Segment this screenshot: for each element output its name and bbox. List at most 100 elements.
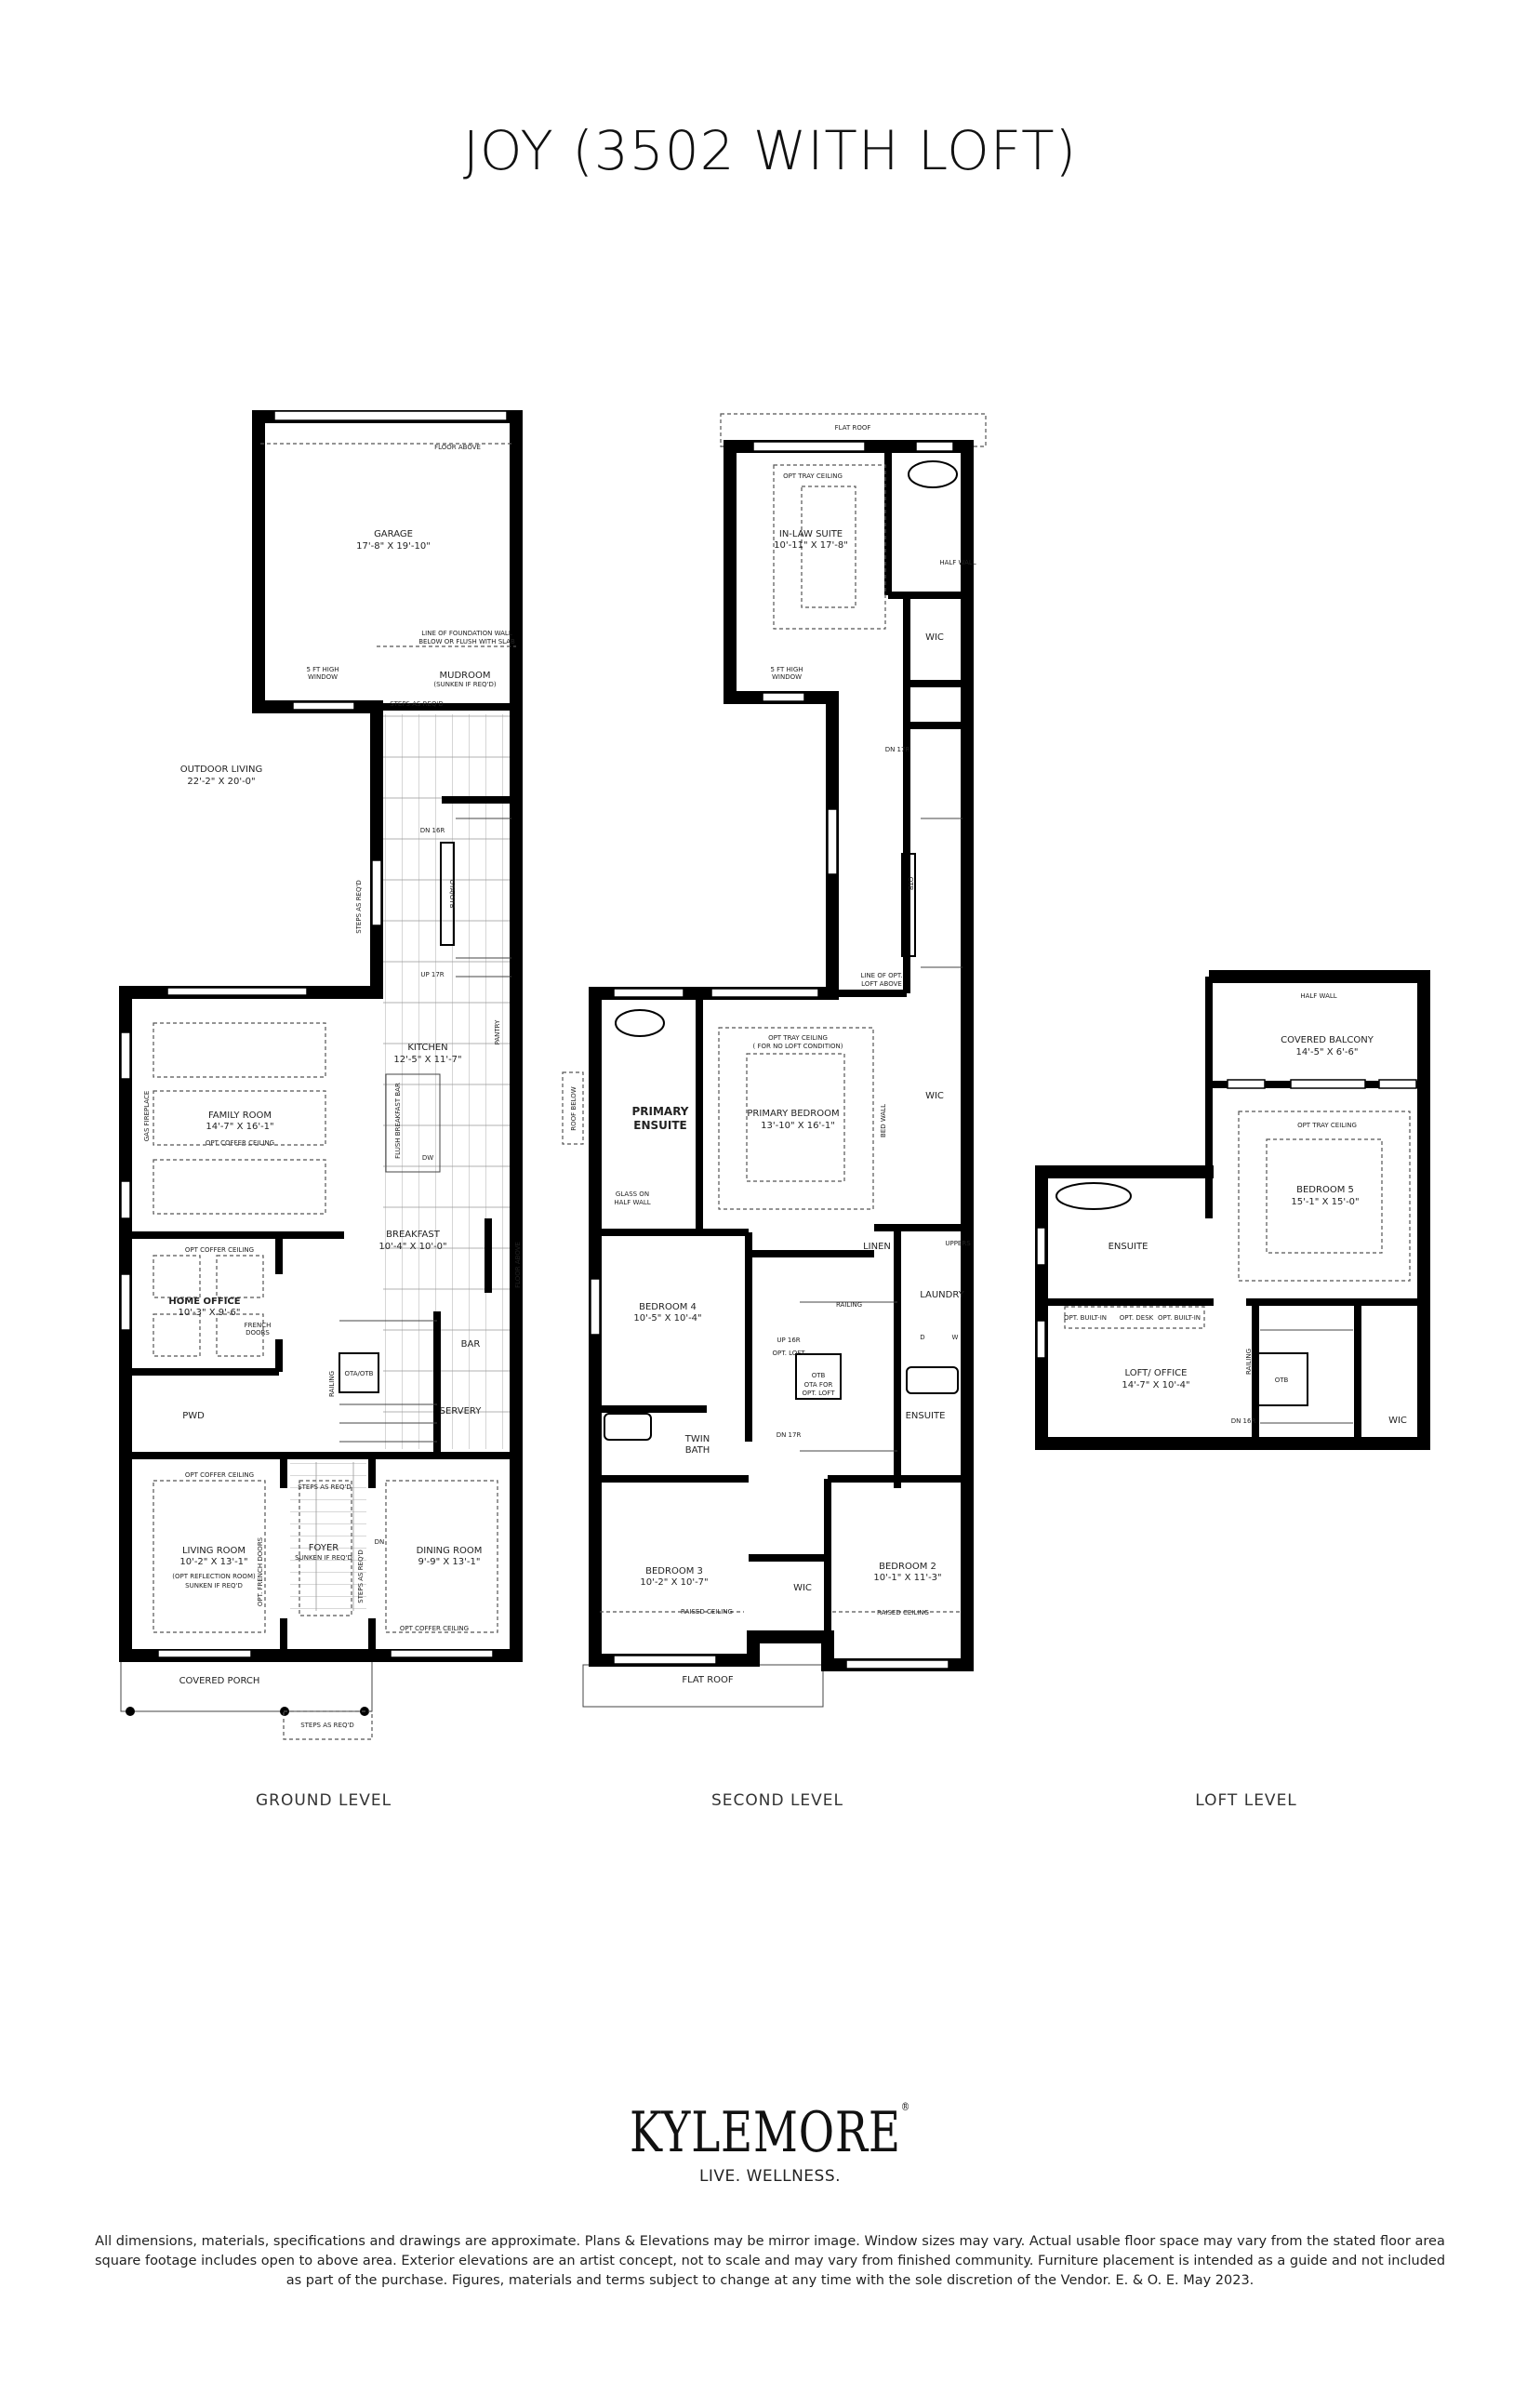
wic-label: WIC xyxy=(1388,1416,1407,1426)
ota-otb-label: OTA/OTB xyxy=(345,1370,374,1377)
brand-tagline: LIVE. WELLNESS. xyxy=(698,2167,842,2186)
flat-roof-label: FLAT ROOF xyxy=(682,1675,734,1685)
living-note: (OPT REFLECTION ROOM) xyxy=(172,1573,256,1580)
living-ceiling-note: OPT COFFER CEILING xyxy=(185,1471,254,1479)
steps-note: STEPS AS REQ'D xyxy=(390,700,444,708)
powder-room-label: PWD xyxy=(182,1411,205,1421)
breakfast-size: 10'-4" X 10'-0" xyxy=(378,1242,446,1252)
inlaw-suite-size: 10'-11" X 17'-8" xyxy=(774,540,848,551)
tray-ceiling-note: OPT TRAY CEILING xyxy=(1297,1122,1357,1129)
loft-level-plan: HALF WALL COVERED BALCONY 14'-5" X 6'-6"… xyxy=(1035,970,1430,1450)
living-room-label: LIVING ROOM xyxy=(182,1546,246,1556)
ground-level-plan: FLOOR ABOVE GARAGE 17'-8" X 19'-10" LINE… xyxy=(119,410,523,1740)
roof-below xyxy=(562,1071,584,1145)
outdoor-living-size: 22'-2" X 20'-0" xyxy=(187,777,255,787)
mudroom-label: MUDROOM xyxy=(440,671,491,681)
ota-otb-label: OTA/OTB xyxy=(448,880,456,909)
otb-label: OTB xyxy=(1275,1377,1289,1384)
steps-note: STEPS AS REQ'D xyxy=(298,1483,352,1491)
kitchen-label: KITCHEN xyxy=(407,1043,447,1053)
home-office-size: 10'-3" X 9'-6" xyxy=(179,1308,241,1318)
outdoor-living-label: OUTDOOR LIVING xyxy=(180,765,262,775)
railing-label: RAILING xyxy=(328,1371,336,1397)
ota-loft-note-2: OPT. LOFT xyxy=(803,1390,836,1397)
dining-ceiling-note: OPT COFFER CEILING xyxy=(400,1625,469,1632)
french-doors-note: FRENCH xyxy=(245,1322,272,1329)
loft-office-label: LOFT/ OFFICE xyxy=(1125,1368,1188,1378)
stair-up-label: UP 17R xyxy=(420,971,444,978)
second-level-label: SECOND LEVEL xyxy=(710,1791,844,1810)
garage-door xyxy=(273,410,508,421)
loft-level-label: LOFT LEVEL xyxy=(1195,1791,1297,1810)
window-note: 5 FT HIGH xyxy=(770,666,803,673)
window-note-2: WINDOW xyxy=(772,673,802,681)
covered-balcony-label: COVERED BALCONY xyxy=(1281,1035,1374,1045)
ground-level-label: GROUND LEVEL xyxy=(255,1791,392,1810)
tile-floor xyxy=(290,714,510,1611)
bedroom-5-label: BEDROOM 5 xyxy=(1296,1185,1354,1195)
kitchen-island xyxy=(385,1073,441,1173)
loft-office-size: 14'-7" X 10'-4" xyxy=(1122,1380,1189,1390)
washer-label: W xyxy=(952,1334,959,1341)
covered-balcony-size: 14'-5" X 6'-6" xyxy=(1296,1047,1359,1057)
mudroom-note: (SUNKEN IF REQ'D) xyxy=(433,681,496,688)
roof-below-label: ROOF BELOW xyxy=(570,1086,578,1131)
bedroom-4-size: 10'-5" X 10'-4" xyxy=(633,1313,701,1324)
family-ceiling-note: OPT COFFER CEILING xyxy=(206,1139,274,1147)
stair-dn-label: DN 17R xyxy=(777,1431,802,1439)
primary-ensuite-label-2: ENSUITE xyxy=(633,1119,686,1132)
railing-label: RAILING xyxy=(1245,1349,1253,1375)
servery-label: SERVERY xyxy=(440,1406,483,1417)
opt-french-doors-note: OPT. FRENCH DOORS xyxy=(257,1536,264,1606)
floor-above-note: FLOOR ABOVE xyxy=(434,444,481,451)
dining-room-label: DINING ROOM xyxy=(417,1546,483,1556)
bedroom-3-label: BEDROOM 3 xyxy=(645,1566,703,1576)
ensuite-label: ENSUITE xyxy=(906,1411,946,1421)
flat-roof-label: FLAT ROOF xyxy=(835,424,871,432)
logo-text: KYLEMORE xyxy=(630,2100,901,2165)
bedroom-4-label: BEDROOM 4 xyxy=(639,1302,697,1312)
inlaw-ceiling-note: OPT TRAY CEILING xyxy=(783,472,843,480)
living-note-2: SUNKEN IF REQ'D xyxy=(185,1582,243,1590)
opt-built-in-note: OPT. BUILT-IN xyxy=(1064,1314,1107,1322)
wic-label: WIC xyxy=(925,632,944,643)
stair-dn-label: DN 16R xyxy=(420,827,445,834)
bed-wall-note: BED WALL xyxy=(880,1104,887,1137)
linen-label: LINEN xyxy=(863,1242,891,1252)
porch-steps xyxy=(283,1710,373,1740)
ensuite-label: ENSUITE xyxy=(1109,1242,1148,1252)
stair-dn-label: DN 16R xyxy=(1231,1417,1256,1425)
otb-label: OTB xyxy=(812,1372,826,1379)
second-exterior-walls xyxy=(589,440,974,1671)
ota-loft-note: OTA FOR xyxy=(804,1381,833,1389)
window-note-2: WINDOW xyxy=(308,673,338,681)
family-room-size: 14'-7" X 16'-1" xyxy=(206,1122,273,1132)
office-ceiling-note: OPT COFFER CEILING xyxy=(185,1246,254,1254)
bedroom-3-size: 10'-2" X 10'-7" xyxy=(640,1577,708,1588)
flat-roof-bottom xyxy=(582,1664,824,1708)
kitchen-size: 12'-5" X 11'-7" xyxy=(393,1055,461,1065)
opt-built-in-note: OPT. BUILT-IN xyxy=(1158,1314,1201,1322)
laundry-label: LAUNDRY xyxy=(920,1290,964,1300)
primary-bedroom-size: 13'-10" X 16'-1" xyxy=(761,1121,835,1131)
covered-porch-label: COVERED PORCH xyxy=(179,1676,260,1686)
half-wall-note: HALF WALL xyxy=(1300,992,1336,1000)
uppers-note: UPPERS xyxy=(945,1240,971,1247)
bedroom-2-label: BEDROOM 2 xyxy=(879,1562,936,1572)
raised-ceiling-note: RAISED CEILING xyxy=(681,1608,733,1616)
foundation-note: LINE OF FOUNDATION WALL xyxy=(421,630,512,637)
wic-label: WIC xyxy=(925,1091,944,1101)
railing-label: RAILING xyxy=(836,1301,862,1309)
bedroom-5-size: 15'-1" X 15'-0" xyxy=(1291,1197,1359,1207)
loft-exterior-walls xyxy=(1035,970,1430,1450)
dn-label: DN xyxy=(375,1538,385,1546)
french-doors-note-2: DOORS xyxy=(246,1329,270,1337)
dishwasher-label: DW xyxy=(422,1154,433,1162)
loft-line-note: LINE OF OPT. xyxy=(860,972,902,979)
primary-ceiling-note-2: ( FOR NO LOFT CONDITION) xyxy=(752,1043,843,1050)
primary-ceiling-note: OPT TRAY CEILING xyxy=(768,1034,828,1042)
dryer-label: D xyxy=(920,1334,924,1341)
steps-note: STEPS AS REQ'D xyxy=(355,880,363,934)
pantry-label: PANTRY xyxy=(494,1019,501,1044)
glass-note-2: HALF WALL xyxy=(614,1199,650,1206)
